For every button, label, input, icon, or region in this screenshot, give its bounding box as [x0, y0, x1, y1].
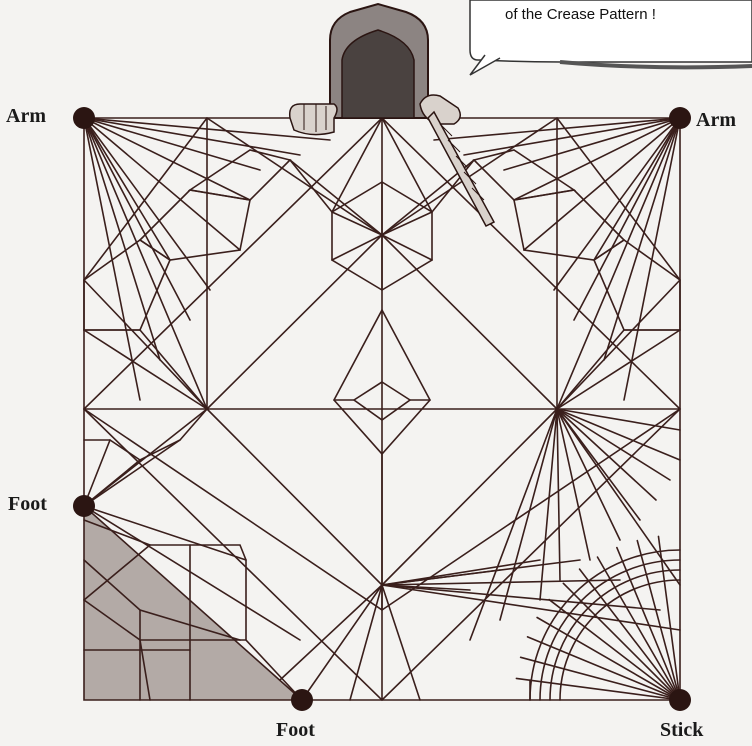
crease-line — [574, 118, 680, 320]
crease-line — [84, 118, 160, 360]
crease-polygon — [140, 190, 250, 260]
crease-line — [554, 118, 680, 290]
crease-line — [290, 160, 382, 235]
crease-line — [84, 118, 140, 400]
label-arm-right: Arm — [696, 110, 736, 130]
crease-polygon — [190, 150, 290, 200]
crease-line — [84, 330, 207, 409]
reference-dot — [291, 689, 313, 711]
crease-line — [624, 118, 680, 400]
crease-line — [84, 440, 180, 506]
label-arm-left: Arm — [6, 106, 46, 126]
crease-line — [350, 585, 382, 700]
crease-line — [302, 585, 382, 700]
crease-line — [604, 118, 680, 360]
crease-line — [500, 409, 557, 620]
crease-line — [207, 409, 382, 585]
reference-dot — [669, 689, 691, 711]
reference-dot — [669, 107, 691, 129]
hooded-figure-icon — [290, 4, 494, 226]
crease-line — [382, 235, 557, 409]
crease-line — [84, 118, 210, 290]
crease-polygon — [474, 150, 574, 200]
reference-dot — [73, 107, 95, 129]
crease-line — [382, 585, 420, 700]
label-foot-bottom: Foot — [276, 720, 315, 740]
label-foot-left: Foot — [8, 494, 47, 514]
crease-line — [557, 409, 560, 580]
crease-line — [84, 118, 190, 320]
crease-line — [557, 330, 680, 409]
crease-line — [332, 235, 382, 260]
crease-polygon — [514, 190, 624, 260]
crease-line — [557, 280, 680, 409]
crease-line — [207, 235, 382, 409]
crease-polygon — [84, 409, 207, 460]
crease-line — [557, 330, 624, 409]
crease-line — [207, 118, 382, 235]
crease-line — [140, 330, 207, 409]
crease-line — [290, 160, 332, 212]
crease-line — [557, 118, 680, 409]
crease-line — [382, 235, 432, 260]
crease-line — [84, 280, 207, 409]
crease-line — [84, 118, 207, 409]
reference-dot — [73, 495, 95, 517]
crease-line — [382, 409, 557, 585]
speech-bubble-text: of the Crease Pattern ! — [505, 6, 656, 23]
crease-line — [280, 585, 382, 680]
label-stick: Stick — [660, 720, 703, 740]
